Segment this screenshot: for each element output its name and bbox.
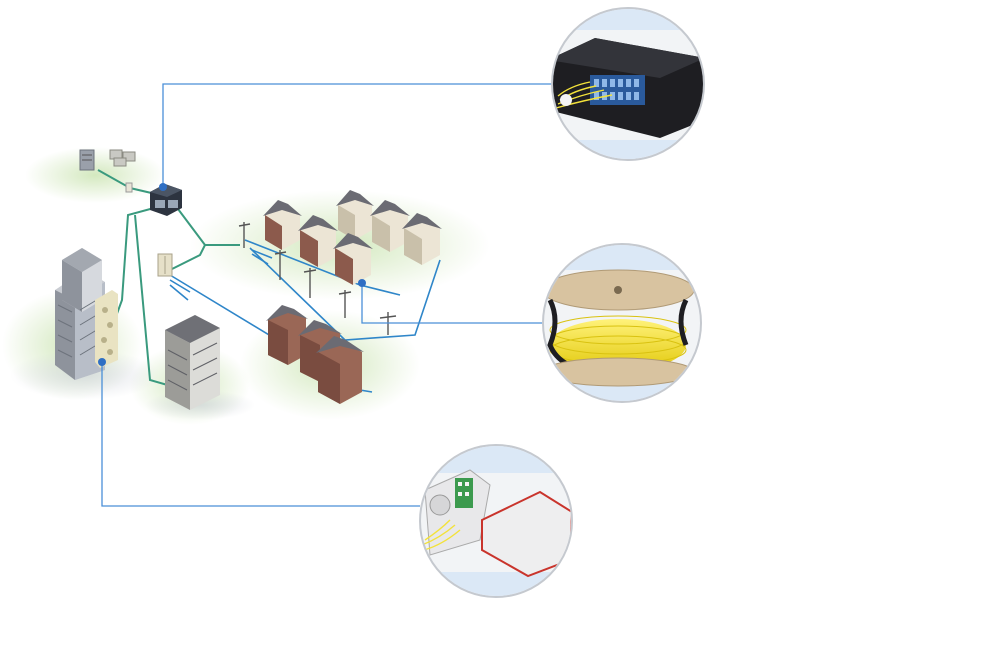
leader-line-reel xyxy=(361,283,545,324)
pole-icon xyxy=(303,268,317,298)
street-cabinet xyxy=(157,253,173,277)
house-icon xyxy=(336,190,374,240)
pole-icon xyxy=(338,290,352,318)
leader-dot-rack xyxy=(159,183,167,191)
pole-icon xyxy=(274,250,287,280)
house-icon xyxy=(263,200,302,250)
leader-dot-box xyxy=(98,358,106,366)
central-office-cabinet xyxy=(150,184,182,216)
house-icon xyxy=(370,200,410,252)
leader-lines xyxy=(101,83,553,507)
office-tower xyxy=(55,248,118,380)
houses-front-row xyxy=(266,305,364,404)
houses-middle-row xyxy=(263,200,373,285)
houses-back-row xyxy=(336,190,442,265)
leader-line-box xyxy=(101,362,420,507)
house-icon xyxy=(333,233,373,285)
house-icon xyxy=(402,213,442,265)
fiber-patch-panel-icon xyxy=(551,7,705,161)
house-icon xyxy=(266,305,308,365)
route-branch-2 xyxy=(169,284,189,301)
server-equipment xyxy=(79,149,136,193)
pole-icon xyxy=(238,222,251,248)
route-branch-3 xyxy=(251,249,273,259)
leader-dots xyxy=(98,183,366,366)
route-branch-1 xyxy=(169,279,191,293)
house-icon xyxy=(298,215,338,267)
route-branch-4 xyxy=(251,253,269,265)
route-houses-back xyxy=(249,247,441,341)
house-icon xyxy=(316,336,364,404)
leader-line-rack xyxy=(162,83,553,187)
route-to-cabinet xyxy=(169,244,206,271)
fiber-termination-box-icon xyxy=(419,444,573,598)
leader-dot-reel xyxy=(358,279,366,287)
fiber-cable-reel-icon xyxy=(542,243,702,403)
apartment-block xyxy=(165,315,220,410)
